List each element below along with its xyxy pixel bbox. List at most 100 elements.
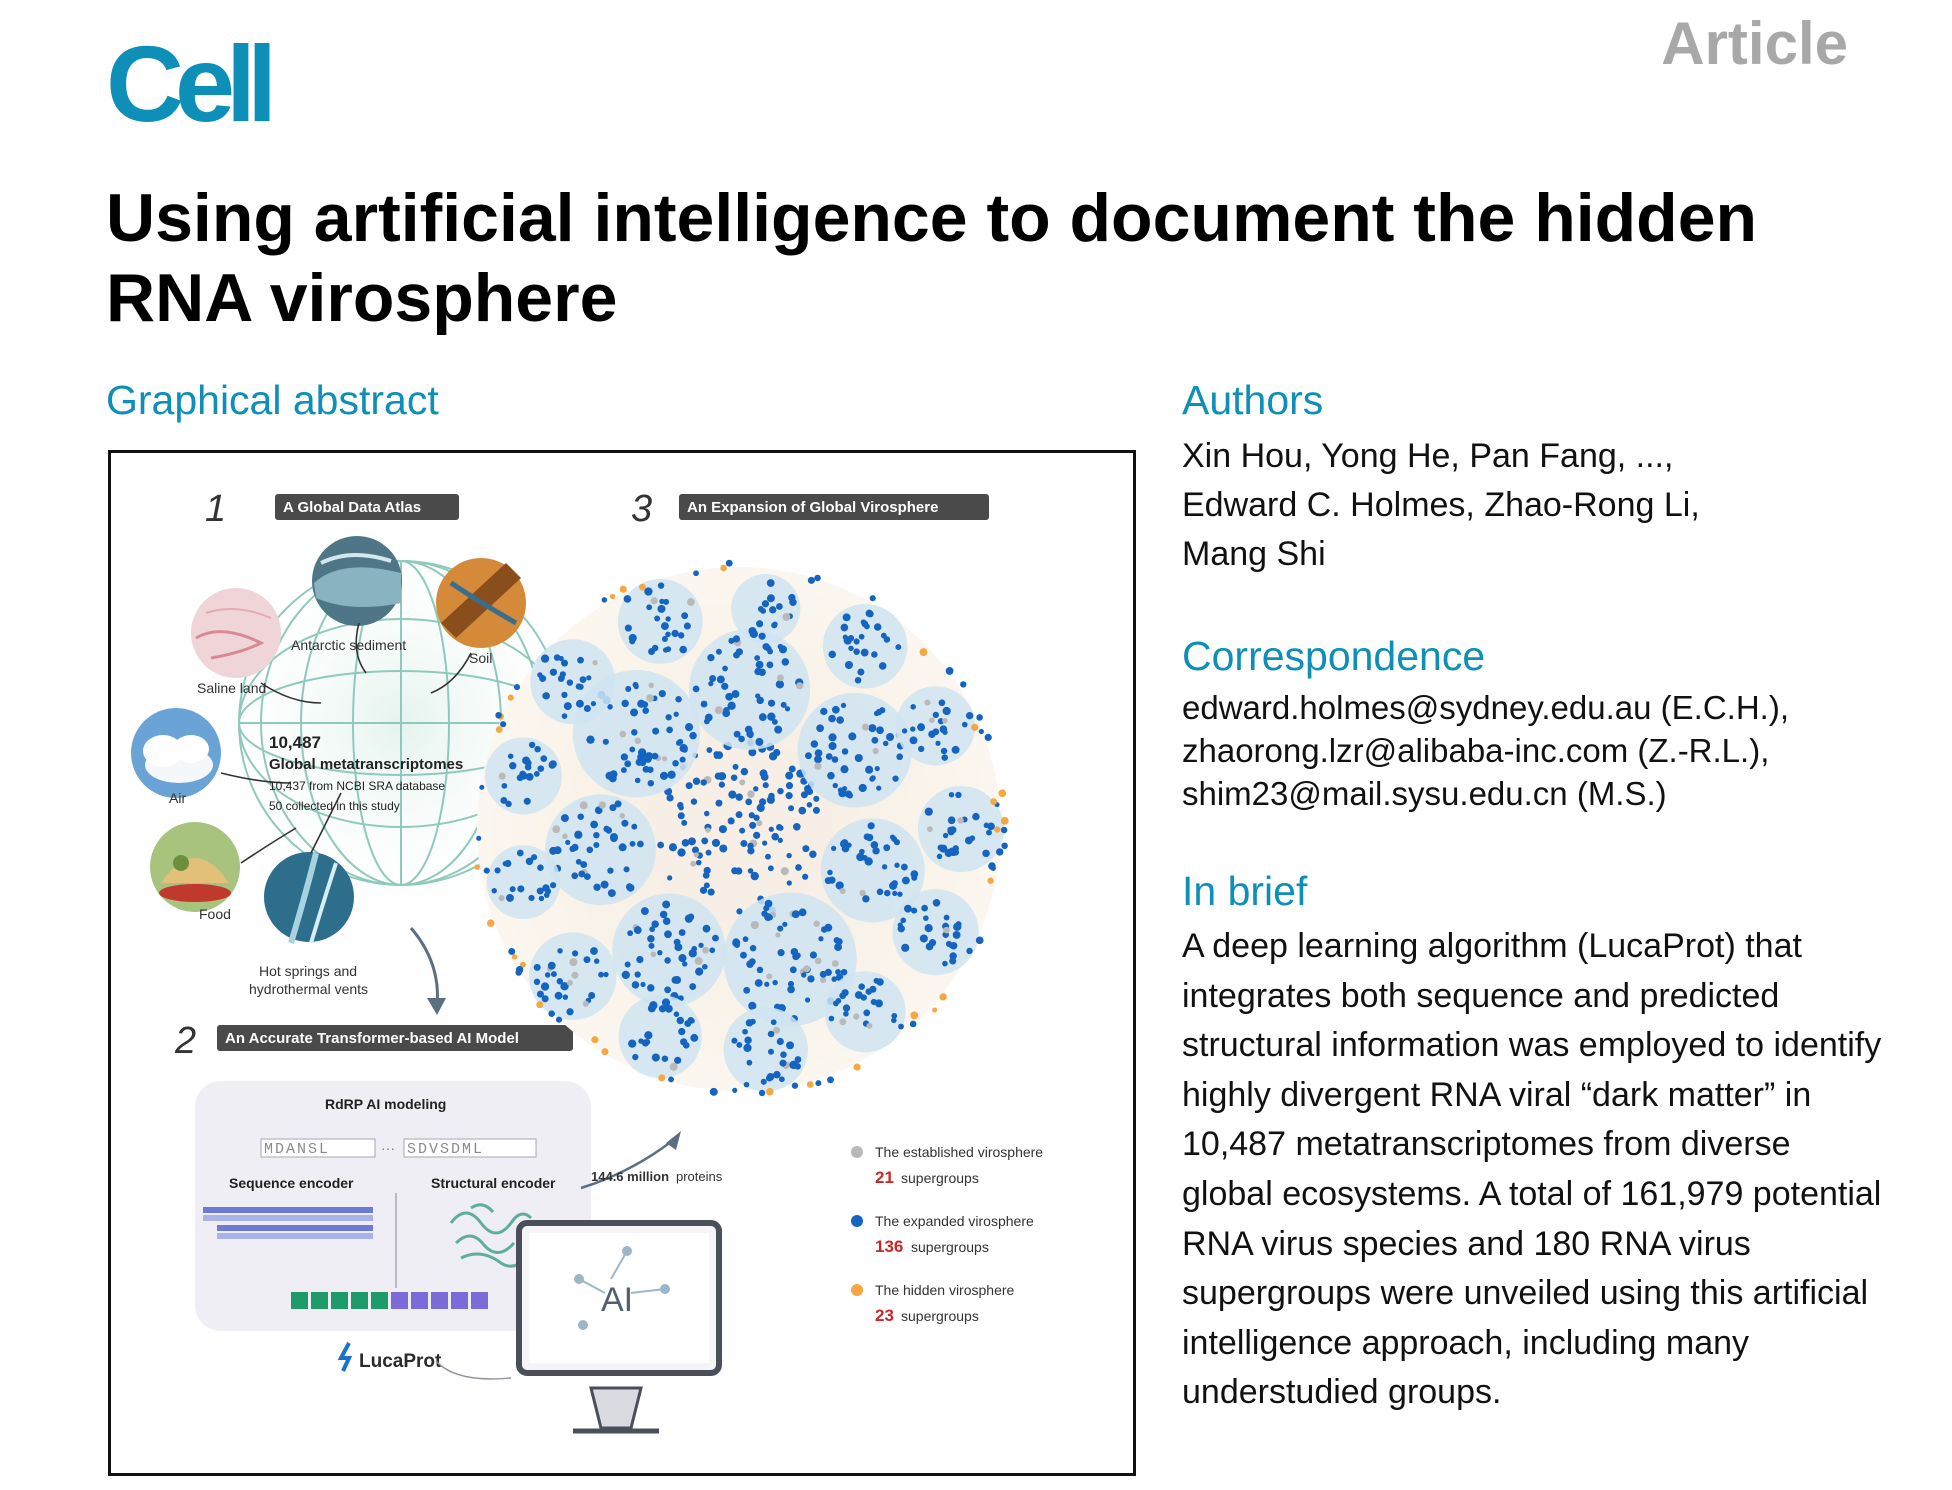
established-species-dot	[929, 717, 935, 724]
established-species-dot	[766, 973, 773, 980]
correspondence-email[interactable]: shim23@mail.sysu.edu.cn (M.S.)	[1182, 775, 1667, 812]
virus-species-dot	[640, 907, 649, 916]
virus-species-dot	[536, 887, 544, 895]
virus-species-dot	[940, 747, 948, 755]
legend-hidden-unit: supergroups	[901, 1308, 979, 1324]
established-species-dot	[579, 801, 588, 810]
virus-species-dot	[661, 635, 668, 642]
virus-species-dot	[687, 1017, 695, 1024]
virus-species-dot	[690, 1033, 699, 1042]
virus-species-dot	[695, 859, 702, 866]
sample-site-food	[150, 822, 240, 912]
virus-species-dot	[827, 869, 833, 876]
virus-species-dot	[541, 995, 549, 1003]
hidden-species-dot	[511, 954, 518, 960]
virus-species-dot	[814, 749, 823, 757]
panel-1-badge	[275, 494, 459, 520]
virus-species-dot	[800, 791, 808, 799]
virus-species-dot	[565, 839, 571, 845]
hidden-species-dot	[987, 877, 994, 884]
sequence-left: MDANSL	[264, 1141, 330, 1158]
virus-species-dot	[534, 745, 541, 753]
hidden-species-dot	[807, 576, 815, 584]
virus-species-dot	[836, 716, 844, 724]
established-species-dot	[562, 833, 568, 840]
virus-species-dot	[689, 983, 697, 991]
virus-species-dot	[560, 814, 569, 823]
virus-species-dot	[644, 587, 653, 596]
virus-species-dot	[976, 714, 983, 721]
virus-species-dot	[883, 636, 891, 643]
virus-species-dot	[983, 822, 990, 828]
established-species-dot	[669, 1062, 678, 1071]
virus-species-dot	[709, 947, 716, 954]
virus-species-dot	[577, 656, 584, 664]
virus-species-dot	[747, 847, 755, 855]
virus-species-dot	[679, 645, 687, 654]
virus-species-dot	[689, 731, 697, 740]
panel-2-number: 2	[174, 1020, 196, 1062]
virus-species-dot	[677, 632, 685, 639]
author-line: Mang Shi	[1182, 535, 1326, 573]
legend-established-dot	[851, 1146, 863, 1158]
site-label-food: Food	[199, 906, 231, 922]
virus-species-dot	[543, 892, 550, 898]
lucaprot-logo-icon	[337, 1342, 353, 1372]
virus-species-dot	[679, 756, 686, 763]
virus-species-dot	[894, 862, 900, 868]
virus-species-dot	[874, 999, 883, 1008]
virus-species-dot	[738, 735, 745, 743]
virus-species-dot	[758, 713, 767, 722]
virus-species-dot	[848, 732, 857, 741]
virus-species-dot	[948, 791, 955, 798]
established-species-dot	[839, 1018, 847, 1026]
virus-species-dot	[876, 888, 884, 896]
hidden-species-dot	[919, 648, 928, 656]
virus-species-dot	[876, 726, 884, 735]
metatranscriptome-count: 10,487	[269, 733, 321, 752]
embedding-token	[351, 1292, 368, 1309]
virus-species-dot	[814, 574, 821, 582]
virus-species-dot	[583, 873, 591, 881]
hidden-species-dot	[483, 867, 490, 874]
virus-species-dot	[574, 830, 583, 839]
virus-species-dot	[745, 798, 753, 806]
virus-species-dot	[721, 682, 729, 690]
virus-species-dot	[754, 655, 761, 661]
virus-species-dot	[746, 1059, 753, 1066]
virus-species-dot	[875, 708, 883, 716]
virus-species-dot	[580, 861, 588, 869]
virus-species-dot	[651, 1053, 660, 1062]
virus-species-dot	[687, 837, 696, 846]
sample-site-saline	[191, 588, 281, 678]
virus-species-dot	[828, 741, 837, 751]
established-species-dot	[839, 887, 846, 895]
virus-species-dot	[748, 1001, 757, 1010]
established-species-dot	[592, 659, 598, 666]
virus-species-dot	[550, 971, 557, 978]
virus-species-dot	[923, 915, 929, 921]
virus-species-dot	[684, 914, 694, 923]
virus-species-dot	[554, 991, 563, 1000]
virus-species-dot	[794, 1056, 802, 1063]
correspondence-heading: Correspondence	[1182, 633, 1486, 679]
correspondence-email[interactable]: zhaorong.lzr@alibaba-inc.com (Z.-R.L.),	[1182, 732, 1770, 769]
hidden-species-dot	[609, 593, 616, 600]
virus-species-dot	[755, 660, 764, 669]
hidden-species-dot	[720, 564, 727, 572]
correspondence-email[interactable]: edward.holmes@sydney.edu.au (E.C.H.),	[1182, 689, 1789, 726]
virus-species-dot	[891, 1017, 897, 1024]
virus-species-dot	[476, 835, 482, 841]
virus-species-dot	[838, 789, 847, 798]
virus-species-dot	[627, 930, 634, 937]
established-species-dot	[814, 762, 822, 770]
virus-species-dot	[764, 899, 773, 908]
virus-species-dot	[819, 970, 827, 978]
virus-species-dot	[659, 910, 668, 919]
virus-species-dot	[575, 699, 584, 708]
virus-species-dot	[523, 797, 531, 805]
virus-species-dot	[644, 755, 652, 763]
supergroup-bubble	[644, 734, 834, 924]
virus-species-dot	[853, 648, 860, 655]
virus-species-dot	[882, 740, 889, 747]
